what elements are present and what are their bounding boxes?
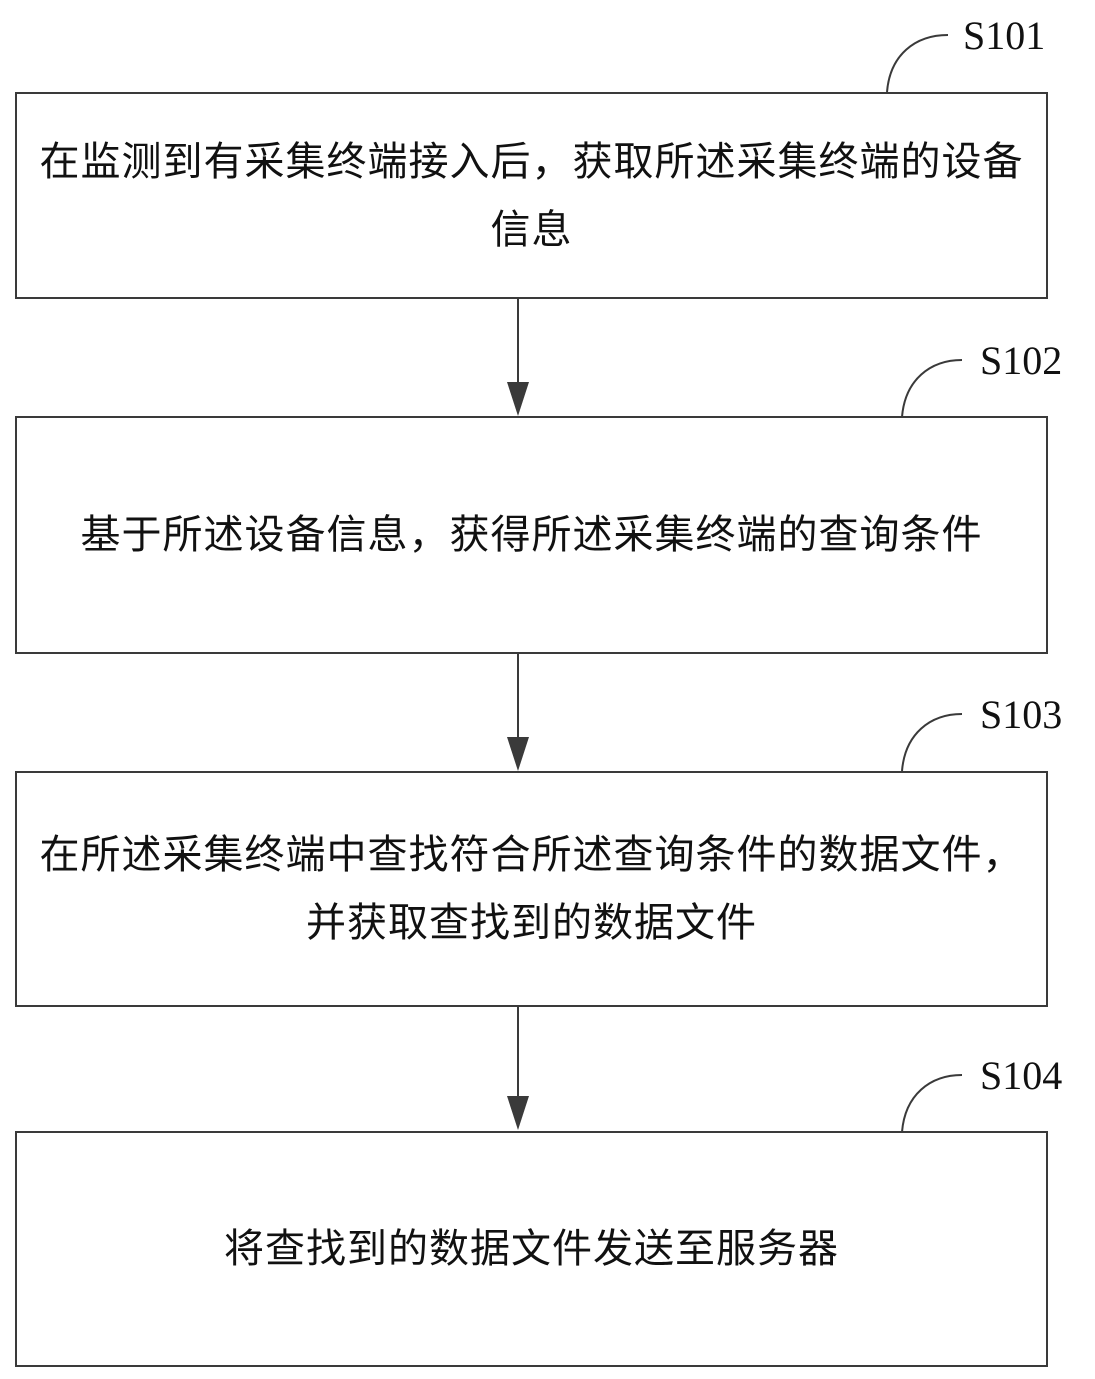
step-label-s102: S102 xyxy=(980,338,1063,383)
step-box-s101: 在监测到有采集终端接入后，获取所述采集终端的设备信息 xyxy=(15,92,1048,299)
step-box-s103: 在所述采集终端中查找符合所述查询条件的数据文件，并获取查找到的数据文件 xyxy=(15,771,1048,1007)
step-text-s104: 将查找到的数据文件发送至服务器 xyxy=(224,1226,839,1272)
arrow-s103-to-s104 xyxy=(507,1006,529,1130)
step-box-s102: 基于所述设备信息，获得所述采集终端的查询条件 xyxy=(15,416,1048,654)
step-label-s101: S101 xyxy=(963,13,1046,58)
label-leader-s103 xyxy=(901,713,963,772)
step-label-s103: S103 xyxy=(980,692,1063,737)
arrow-s101-to-s102 xyxy=(507,298,529,416)
step-text-s103: 在所述采集终端中查找符合所述查询条件的数据文件，并获取查找到的数据文件 xyxy=(39,832,1024,946)
step-text-s101: 在监测到有采集终端接入后，获取所述采集终端的设备信息 xyxy=(39,138,1024,253)
label-leader-s104 xyxy=(901,1074,963,1133)
arrow-s102-to-s103 xyxy=(507,653,529,771)
step-box-s104: 将查找到的数据文件发送至服务器 xyxy=(15,1131,1048,1367)
step-text-s102: 基于所述设备信息，获得所述采集终端的查询条件 xyxy=(80,512,983,558)
label-leader-s102 xyxy=(901,359,963,418)
label-leader-s101 xyxy=(886,34,949,93)
step-label-s104: S104 xyxy=(980,1053,1063,1098)
